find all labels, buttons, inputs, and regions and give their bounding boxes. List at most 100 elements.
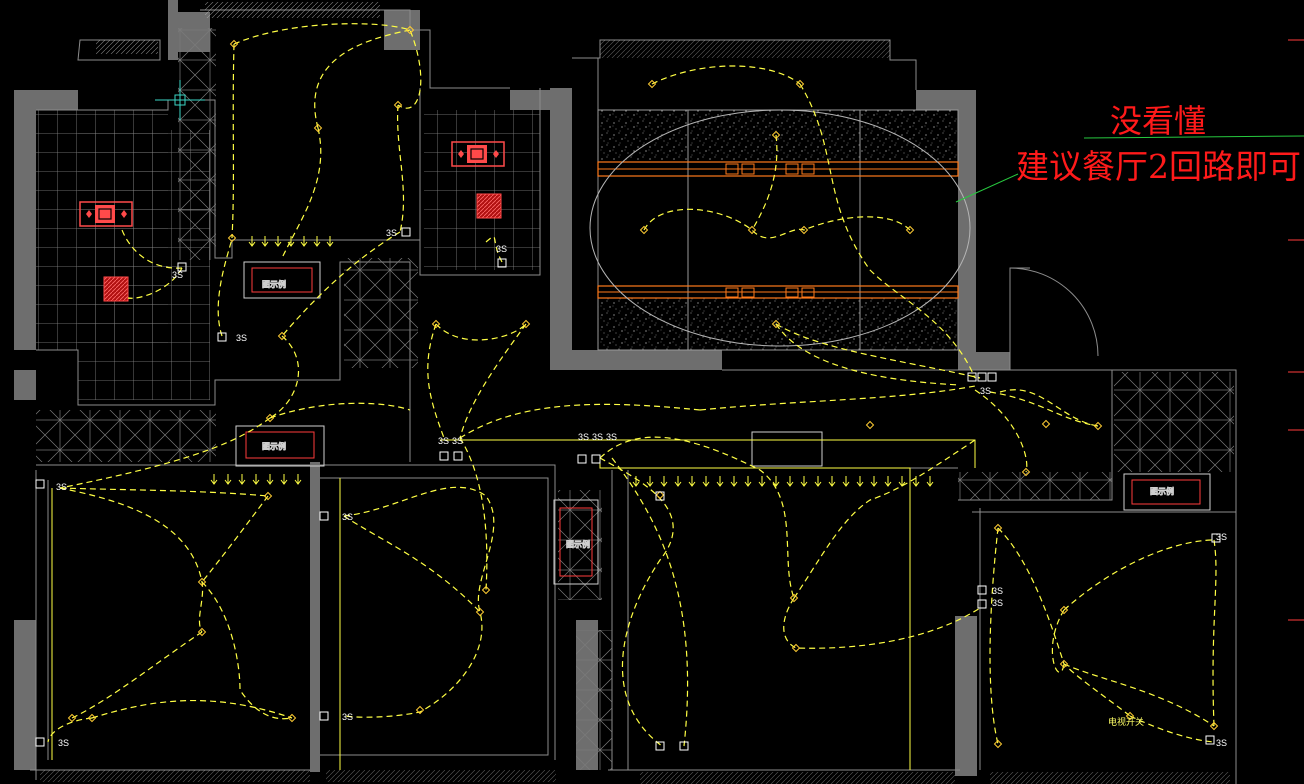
ceiling-light-point (277, 331, 287, 341)
ceiling-light-point (905, 225, 915, 235)
switch-tag: 3S (992, 586, 1003, 596)
outlet-arrow-marker (274, 236, 282, 247)
switch-tag: 3S (438, 436, 449, 446)
switch-tag: 3S (496, 244, 507, 254)
ceiling-light-point (747, 225, 757, 235)
outlet-arrow-marker (674, 476, 682, 487)
ceiling-light-point (1021, 467, 1031, 477)
svg-text:图示例: 图示例 (262, 441, 286, 451)
outlet-arrow-marker (856, 476, 864, 487)
svg-text:图示例: 图示例 (566, 539, 590, 549)
switch-tag: 3S (56, 482, 67, 492)
ceiling-light-point (197, 577, 207, 587)
outlet-arrow-marker (252, 474, 260, 485)
outlet-arrow-marker (814, 476, 822, 487)
outlet-arrow-marker (248, 236, 256, 247)
ceiling-light-point (521, 319, 531, 329)
switch-tag: 3S (172, 270, 183, 280)
ceiling-light-point (481, 585, 491, 595)
ceiling-light-point (647, 79, 657, 89)
switch-tag: 3S (386, 228, 397, 238)
ceiling-light-point (415, 705, 425, 715)
switch-tag: 3S (236, 333, 247, 343)
bath-heaters (79, 141, 505, 302)
ceiling-light-point (1059, 659, 1069, 669)
outlet-arrow-marker (210, 474, 218, 485)
conduits (51, 439, 976, 770)
ceiling-light-point (1125, 711, 1135, 721)
ceiling-light-point (771, 319, 781, 329)
ceiling-light-point (287, 713, 297, 723)
floor-tiles (36, 110, 540, 400)
wiring (47, 23, 1217, 747)
outlet-arrow-marker (313, 236, 321, 247)
outlet-arrow-marker (716, 476, 724, 487)
outlet-arrow-marker (646, 476, 654, 487)
light-points (67, 25, 1219, 749)
outlet-arrow-marker (238, 474, 246, 485)
outlet-arrow-marker (294, 474, 302, 485)
outlet-arrow-marker (702, 476, 710, 487)
outlet-arrow-marker (660, 476, 668, 487)
switch-tag: 3S (992, 598, 1003, 608)
ceiling-light-point (1209, 721, 1219, 731)
ceiling-light-point (993, 739, 1003, 749)
outlet-arrow-marker (266, 474, 274, 485)
ceiling-light-point (405, 25, 415, 35)
switch-tag: 3S (342, 512, 353, 522)
switch-tag: 3S (342, 712, 353, 722)
outlet-arrow-marker (300, 236, 308, 247)
outlet-arrow-marker (730, 476, 738, 487)
ceiling-light-point (263, 491, 273, 501)
switch-tag: 3S (1216, 738, 1227, 748)
annotation-comment-line2: 建议餐厅2回路即可 (1016, 147, 1301, 186)
tv-switch-label: 电视开关 (1108, 716, 1144, 727)
window-hatches (40, 2, 1230, 784)
outlet-arrow-marker (326, 236, 334, 247)
outlet-arrow-marker (224, 474, 232, 485)
ceiling-light-point (1059, 605, 1069, 615)
switch-tag: 3S (592, 432, 603, 442)
outlet-arrow-marker (280, 474, 288, 485)
ceiling-light-point (475, 607, 485, 617)
outlet-arrow-marker (870, 476, 878, 487)
annotation-comment-line1: 没看懂 (1110, 102, 1207, 140)
outlet-arrow-marker (688, 476, 696, 487)
ceiling-light-point (639, 225, 649, 235)
ceiling-light-point (791, 643, 801, 653)
ceiling-light-point (67, 713, 77, 723)
outlet-arrow-marker (912, 476, 920, 487)
ceiling-light-point (265, 413, 275, 423)
outlet-arrow-marker (632, 476, 640, 487)
cad-crosshair-cursor (155, 80, 205, 120)
ceiling-light-point (229, 39, 239, 49)
outlet-arrow-marker (758, 476, 766, 487)
edge-markers (1288, 39, 1304, 621)
junction-boxes (35, 227, 1221, 751)
outlet-markers (210, 236, 934, 487)
storage-panels (36, 28, 1234, 770)
ceiling-light-point (393, 100, 403, 110)
ceiling-light-point (799, 225, 809, 235)
switch-tag: 3S (58, 738, 69, 748)
ceiling-light-point (993, 523, 1003, 533)
outlet-arrow-marker (786, 476, 794, 487)
ceiling-light-point (313, 123, 323, 133)
switch-tag: 3S (578, 432, 589, 442)
outlet-arrow-marker (828, 476, 836, 487)
ceiling-light-point (227, 233, 237, 243)
ac-units: 图示例 图示例 图示例 图示例 (235, 261, 1211, 585)
annotation-leaders (955, 135, 1304, 203)
outlet-arrow-marker (842, 476, 850, 487)
ceiling-light-point (1093, 421, 1103, 431)
outlet-arrow-marker (926, 476, 934, 487)
ceiling-light-point (771, 130, 781, 140)
ceiling-light-point (87, 713, 97, 723)
outlet-arrow-marker (898, 476, 906, 487)
switch-tag: 3S (606, 432, 617, 442)
switch-tag: 3S (980, 386, 991, 396)
ceiling-light-point (655, 490, 665, 500)
outlet-arrow-marker (744, 476, 752, 487)
outlet-arrow-marker (261, 236, 269, 247)
